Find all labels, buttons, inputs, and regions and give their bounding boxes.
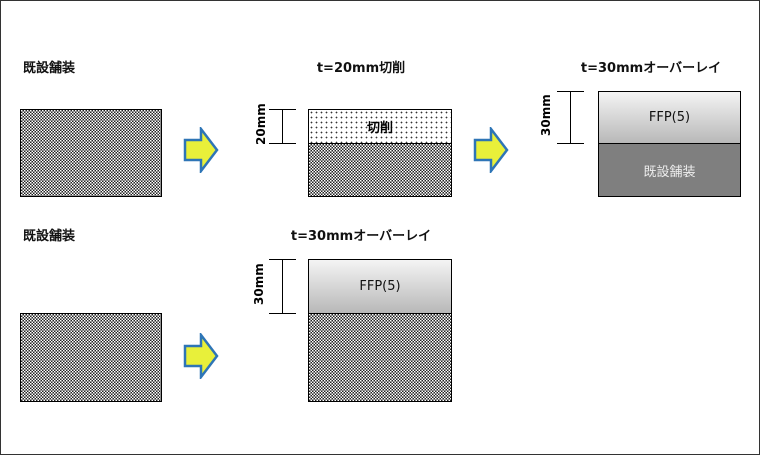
ffp-layer: FFP(5) bbox=[598, 91, 741, 144]
existing-label-row1: 既設舗装 bbox=[23, 61, 76, 76]
existing-layer bbox=[308, 143, 452, 197]
existing-pavement-box bbox=[20, 109, 162, 197]
existing-layer bbox=[308, 313, 452, 402]
arrow-right-icon bbox=[183, 333, 219, 379]
existing-pavement-box bbox=[20, 313, 162, 402]
dim-line bbox=[557, 143, 584, 144]
overlay-title-row2: t=30mmオーバーレイ bbox=[290, 229, 432, 244]
existing-layer-gray: 既設舗装 bbox=[598, 143, 741, 197]
dim-20mm: 20mm bbox=[254, 103, 268, 145]
arrow-right-icon bbox=[473, 127, 509, 173]
overlay-title-row1: t=30mmオーバーレイ bbox=[580, 61, 722, 76]
dim-line bbox=[282, 109, 283, 143]
milled-pavement: 切削 bbox=[308, 109, 452, 197]
dim-line bbox=[282, 259, 283, 313]
ffp-layer: FFP(5) bbox=[308, 259, 452, 314]
dim-line bbox=[570, 91, 571, 143]
dim-30mm: 30mm bbox=[252, 263, 266, 305]
existing-label-row2: 既設舗装 bbox=[23, 229, 76, 244]
dim-30mm: 30mm bbox=[539, 94, 553, 136]
milling-layer: 切削 bbox=[308, 109, 452, 144]
dim-line bbox=[269, 143, 296, 144]
dim-line bbox=[269, 313, 296, 314]
arrow-right-icon bbox=[183, 127, 219, 173]
milling-title: t=20mm切削 bbox=[316, 61, 406, 76]
